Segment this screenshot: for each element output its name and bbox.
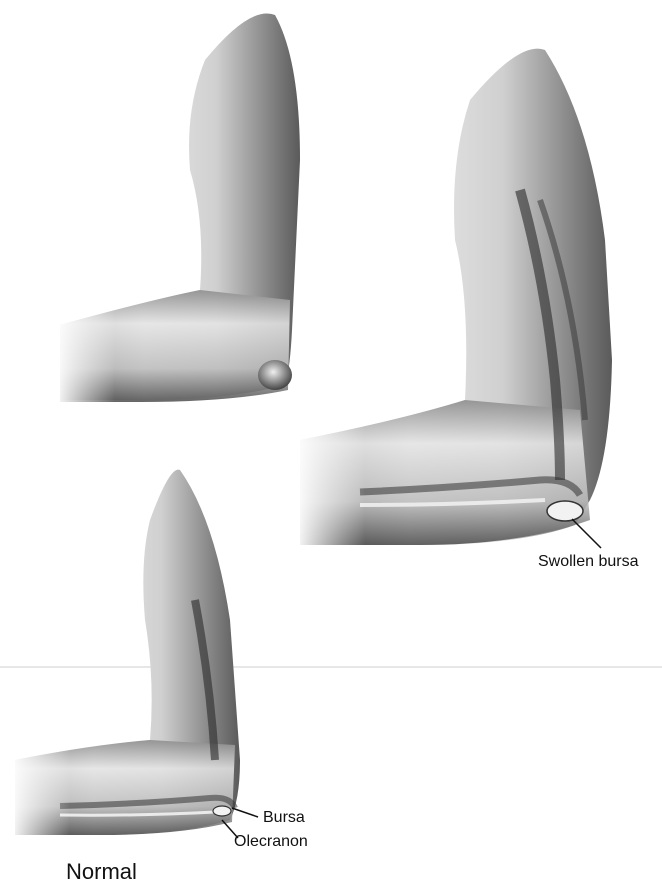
olecranon-label: Olecranon: [234, 833, 308, 850]
bursa: [213, 806, 231, 816]
normal-elbow-anatomy: [10, 470, 240, 840]
bursa-leader: [232, 808, 258, 817]
swollen-bursa-anatomy: [295, 49, 612, 550]
bursa-label: Bursa: [263, 809, 305, 826]
swollen-bursa-label: Swollen bursa: [538, 553, 639, 570]
swollen-bursa-bulge: [258, 360, 292, 390]
swollen-elbow-exterior: [55, 13, 300, 410]
normal-caption: Normal: [66, 859, 137, 884]
swollen-bursa-leader: [572, 519, 601, 548]
swollen-bursa: [547, 501, 583, 521]
